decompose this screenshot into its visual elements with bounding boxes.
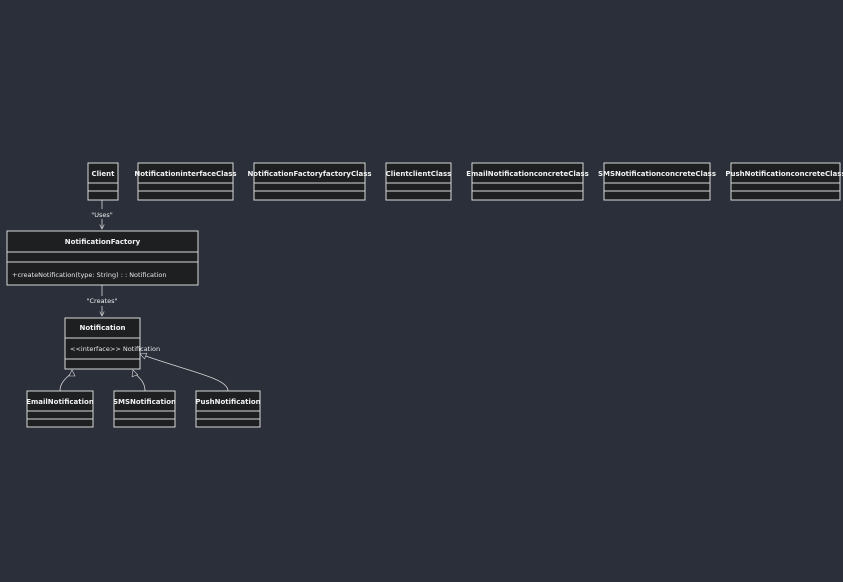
class-name-client: Client xyxy=(91,170,115,178)
class-box-notification: Notification <<interface>> Notification xyxy=(64,317,160,370)
edge-label-uses: "Uses" xyxy=(91,211,113,219)
class-name-notification-factory: NotificationFactory xyxy=(65,238,141,246)
class-name-notification: Notification xyxy=(79,324,125,332)
edge-uses: "Uses" xyxy=(88,200,116,229)
class-box-client: Client xyxy=(87,162,119,201)
class-name-push-notification: PushNotification xyxy=(195,398,260,406)
edge-push-realizes-notification xyxy=(140,354,229,392)
method-create-notification: +createNotification(type: String) : : No… xyxy=(12,271,167,279)
class-name-notification-factory-class: NotificationFactoryfactoryClass xyxy=(247,170,371,178)
interface-stereotype: <<interface>> Notification xyxy=(70,345,160,353)
class-box-email-concrete-class: EmailNotificationconcreteClass xyxy=(466,162,589,201)
class-box-push-notification: PushNotification xyxy=(195,390,261,428)
edge-label-creates: "Creates" xyxy=(87,297,118,305)
class-box-sms-notification: SMSNotification xyxy=(113,390,176,428)
class-name-client-class: ClientclientClass xyxy=(386,170,452,178)
edge-email-realizes-notification xyxy=(59,370,72,392)
class-name-email-notification: EmailNotification xyxy=(26,398,94,406)
edge-creates: "Creates" xyxy=(84,285,120,316)
class-name-sms-notification: SMSNotification xyxy=(113,398,176,406)
class-name-email-concrete-class: EmailNotificationconcreteClass xyxy=(466,170,589,178)
class-box-notification-interface-class: NotificationinterfaceClass xyxy=(134,162,237,201)
class-box-client-class: ClientclientClass xyxy=(385,162,452,201)
class-box-email-notification: EmailNotification xyxy=(26,390,94,428)
class-name-sms-concrete-class: SMSNotificationconcreteClass xyxy=(598,170,716,178)
class-box-notification-factory: NotificationFactory +createNotification(… xyxy=(6,230,199,286)
class-name-notification-interface-class: NotificationinterfaceClass xyxy=(134,170,236,178)
class-name-push-concrete-class: PushNotificationconcreteClass xyxy=(725,170,843,178)
edge-sms-realizes-notification xyxy=(133,370,146,392)
class-box-sms-concrete-class: SMSNotificationconcreteClass xyxy=(598,162,716,201)
class-box-push-concrete-class: PushNotificationconcreteClass xyxy=(725,162,843,201)
class-box-notification-factory-class: NotificationFactoryfactoryClass xyxy=(247,162,372,201)
